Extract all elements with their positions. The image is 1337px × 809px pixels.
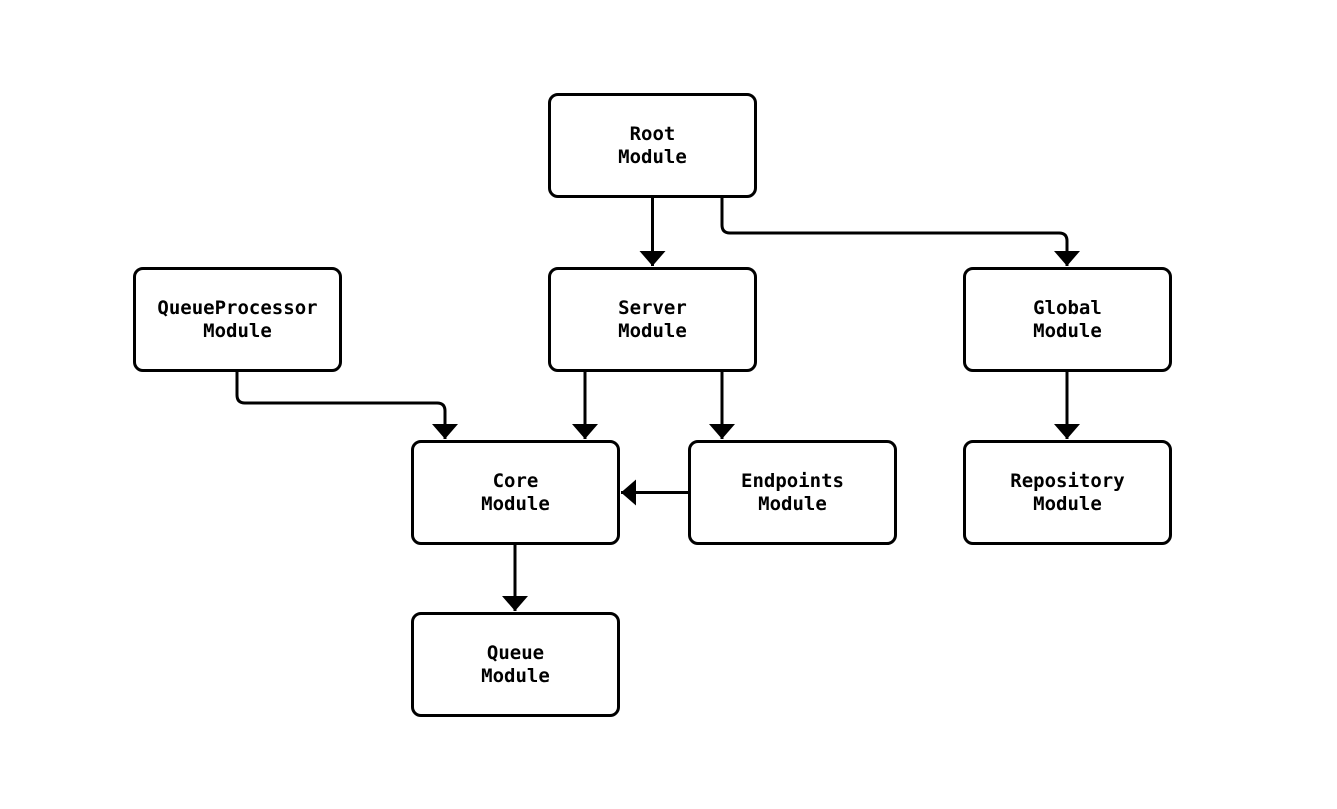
node-repository-module-label: Repository Module — [1010, 469, 1125, 515]
edge-queueprocessor-to-core — [235, 372, 458, 439]
node-endpoints-module-label: Endpoints Module — [741, 469, 844, 515]
node-global-module: Global Module — [963, 267, 1172, 372]
node-core-module: Core Module — [411, 440, 620, 545]
node-queue-module-label: Queue Module — [481, 641, 550, 687]
node-endpoints-module: Endpoints Module — [688, 440, 897, 545]
node-root-module: Root Module — [548, 93, 757, 198]
node-global-module-label: Global Module — [1033, 296, 1102, 342]
node-repository-module: Repository Module — [963, 440, 1172, 545]
node-server-module-label: Server Module — [618, 296, 687, 342]
node-root-module-label: Root Module — [618, 122, 687, 168]
node-queue-module: Queue Module — [411, 612, 620, 717]
node-queueprocessor-module: QueueProcessor Module — [133, 267, 342, 372]
node-core-module-label: Core Module — [481, 469, 550, 515]
edge-root-to-global — [720, 198, 1080, 266]
node-queueprocessor-module-label: QueueProcessor Module — [157, 296, 318, 342]
node-server-module: Server Module — [548, 267, 757, 372]
